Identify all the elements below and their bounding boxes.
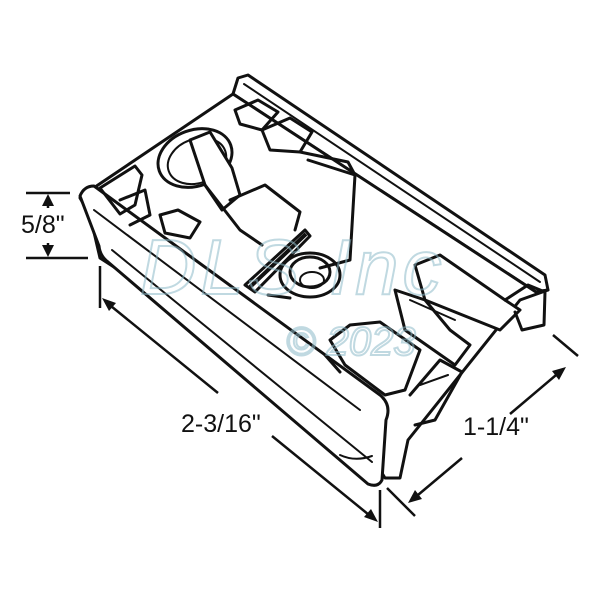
dimension-length-label: 2-3/16": [181, 410, 261, 438]
left-pocket: [98, 164, 202, 240]
dimension-width-label: 1-1/4": [463, 413, 529, 441]
upper-pockets: [228, 98, 357, 270]
dimension-height: [26, 191, 88, 260]
dimension-height-label: 5/8": [21, 211, 65, 239]
latch-clip: [323, 253, 547, 427]
watermark-brand: DLS Inc: [139, 223, 446, 311]
dimension-width: [386, 334, 579, 517]
slanted-slot: [243, 228, 312, 294]
watermark-copyright: © 2023: [285, 320, 417, 364]
dimension-length: [98, 266, 382, 528]
cam-ring: [156, 127, 264, 247]
screw-hole: [266, 251, 342, 300]
front-rail: [78, 184, 390, 487]
